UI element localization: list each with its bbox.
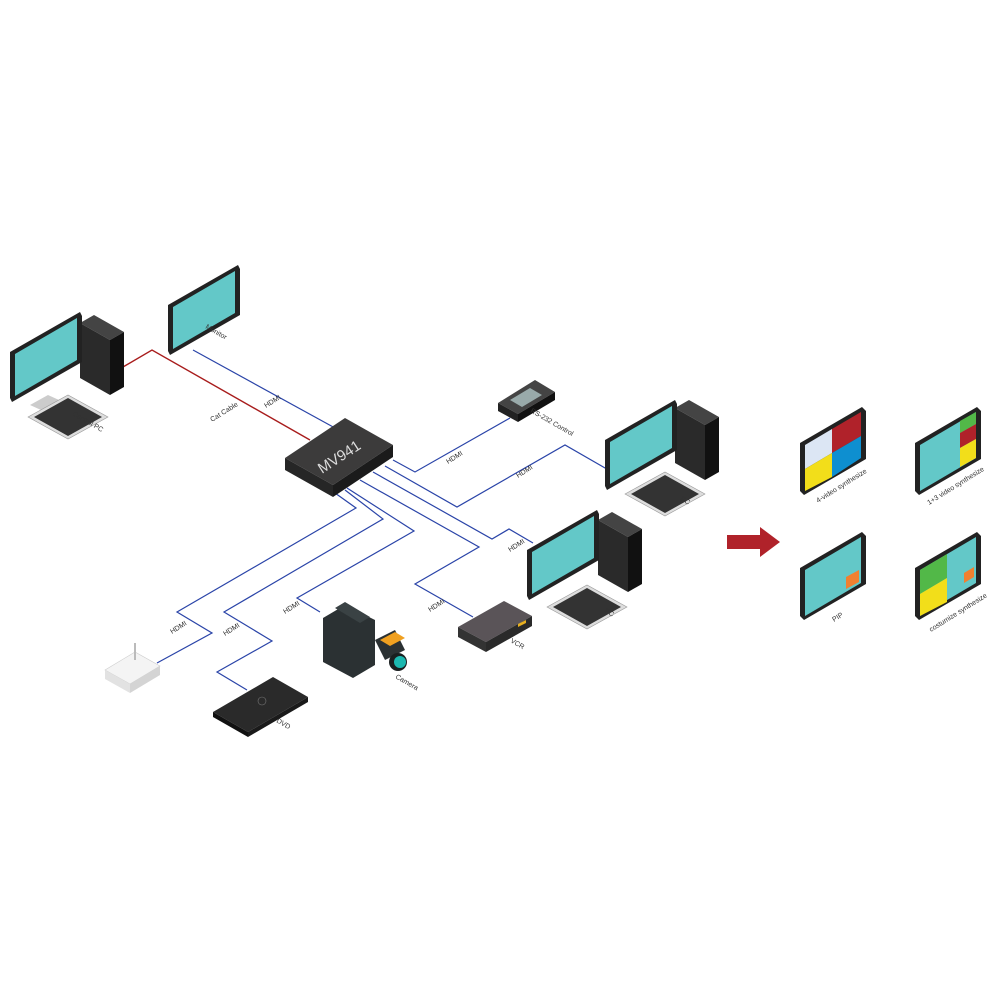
vcr: VCR (458, 601, 532, 652)
hdmi-vcr-label: HDMI (427, 598, 446, 613)
hdmi-cable-monitor (192, 349, 336, 429)
cat-cable-label: Cat Cable (209, 401, 239, 423)
hdmi-cable-camera (295, 487, 416, 613)
pc-top: PC (605, 400, 719, 517)
mv941-hub: MV941 (285, 418, 393, 497)
mode-4-video: 4-video synthesize (800, 407, 868, 505)
pc-top-label: PC (679, 496, 691, 507)
hdmi-camera-label: HDMI (282, 600, 301, 615)
control-pc: Control PC (10, 312, 124, 440)
hdmi-router-label: HDMI (169, 620, 188, 635)
hdmi-cable-vcr (359, 479, 481, 618)
camera-label: Camera (394, 674, 419, 693)
dvd: DVD (213, 677, 308, 737)
hdmi-cable-rs232 (392, 417, 511, 473)
mode-pip: PIP (800, 532, 866, 624)
hdmi-cable-router (156, 492, 358, 664)
dvd-label: DVD (275, 718, 291, 731)
arrow-icon (727, 527, 780, 557)
hdmi-cable-pc-top (384, 444, 613, 508)
mode-label: PIP (831, 612, 845, 624)
cat-cable (122, 349, 311, 441)
camera: Camera (323, 602, 419, 692)
mode-1-3-video: 1+3 video synthesize (915, 407, 986, 507)
hdmi-cable-dvd (215, 489, 385, 691)
hdmi-pc-mid-label: HDMI (507, 538, 526, 553)
router (104, 643, 161, 693)
rs232-label: RS-232 Control (529, 408, 575, 438)
pc-middle: PC (527, 510, 642, 630)
vcr-label: VCR (509, 638, 525, 651)
pc-mid-label: PC (603, 608, 615, 619)
monitor: Monitor (168, 265, 240, 355)
rs232-control: RS-232 Control (498, 380, 575, 438)
hdmi-dvd-label: HDMI (222, 622, 241, 637)
hdmi-cable-pc-mid (372, 471, 534, 544)
hdmi-monitor-label: HDMI (263, 394, 282, 409)
hdmi-pc-top-label: HDMI (515, 464, 534, 479)
mode-costumize: costumize synthesize (915, 532, 989, 634)
